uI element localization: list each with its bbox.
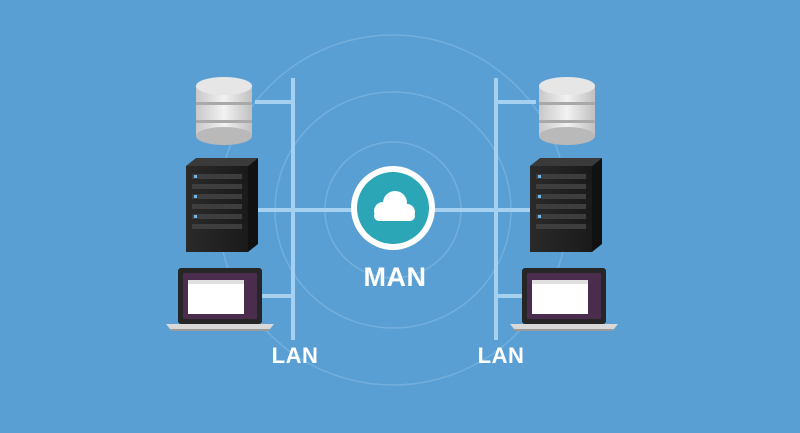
server-rack-icon [186, 158, 258, 252]
man-label: MAN [363, 262, 427, 292]
database-icon [539, 77, 595, 145]
server-rack-icon [530, 158, 602, 252]
cloud-icon [374, 191, 415, 221]
laptop-icon [510, 268, 618, 331]
laptop-icon [166, 268, 274, 331]
lan-label-left: LAN [271, 343, 319, 368]
lan-label-right: LAN [477, 343, 525, 368]
cloud-badge [351, 166, 435, 250]
database-icon [196, 77, 252, 145]
